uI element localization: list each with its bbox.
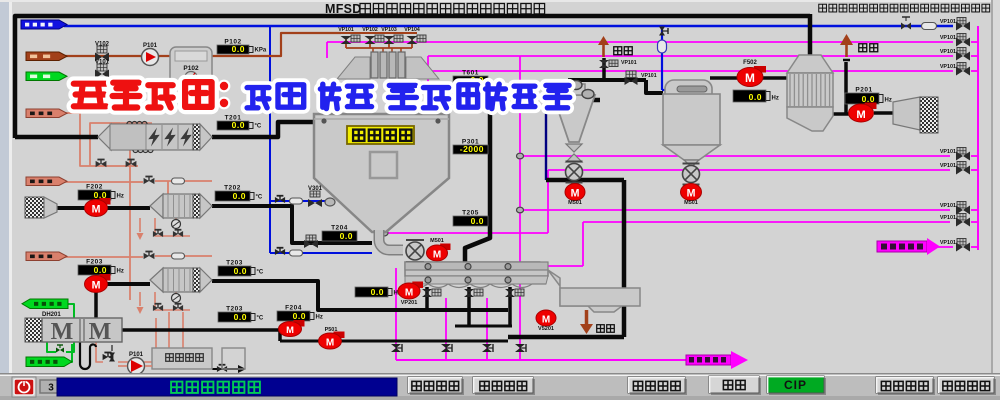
svg-text:M: M — [92, 204, 101, 216]
svg-text:P101: P101 — [143, 43, 158, 49]
svg-text:M501: M501 — [568, 200, 582, 206]
svg-text:F502: F502 — [743, 60, 757, 66]
svg-text:0.0: 0.0 — [471, 216, 484, 226]
svg-text:0.0: 0.0 — [293, 311, 306, 321]
svg-text:T204: T204 — [331, 225, 348, 232]
svg-text:Hz: Hz — [316, 315, 323, 321]
svg-text:VP101: VP101 — [940, 49, 956, 55]
svg-text:0.0: 0.0 — [340, 231, 353, 241]
svg-text:0.0: 0.0 — [749, 92, 762, 102]
svg-text:F202: F202 — [86, 184, 103, 191]
svg-text:T202: T202 — [224, 185, 241, 192]
svg-text:P101: P101 — [129, 352, 144, 358]
svg-text:0.0: 0.0 — [862, 94, 875, 104]
svg-text:P102: P102 — [183, 65, 199, 72]
svg-text:VP201: VP201 — [401, 300, 418, 306]
svg-text:P102: P102 — [224, 39, 241, 46]
svg-text:T203: T203 — [226, 260, 243, 267]
svg-text:M501: M501 — [684, 200, 698, 206]
svg-text:0.0: 0.0 — [233, 191, 246, 201]
svg-text:V5201: V5201 — [538, 326, 554, 332]
svg-text:M: M — [687, 188, 696, 200]
svg-text:P501: P501 — [325, 327, 338, 333]
svg-text:0.0: 0.0 — [94, 265, 107, 275]
svg-text:VP101: VP101 — [940, 203, 956, 209]
svg-text:M: M — [286, 325, 294, 335]
svg-text:VP104: VP104 — [404, 27, 420, 33]
svg-text:M: M — [89, 319, 112, 345]
svg-text:0.0: 0.0 — [234, 266, 247, 276]
svg-text:VP101: VP101 — [641, 73, 657, 79]
svg-text:VP102: VP102 — [362, 27, 378, 33]
svg-text:VP101: VP101 — [940, 215, 956, 221]
svg-text:VP101: VP101 — [338, 27, 354, 33]
svg-text:VP103: VP103 — [381, 27, 397, 33]
svg-text:VP101: VP101 — [940, 240, 956, 246]
svg-text:0.0: 0.0 — [371, 287, 384, 297]
svg-text:KPa: KPa — [255, 48, 267, 54]
svg-text:VP101: VP101 — [940, 19, 956, 25]
svg-text:M501: M501 — [430, 238, 444, 244]
svg-text:M: M — [571, 188, 580, 200]
svg-text:°C: °C — [255, 124, 262, 130]
svg-text:VP101: VP101 — [940, 64, 956, 70]
svg-text:°C: °C — [257, 316, 264, 322]
svg-text:V301: V301 — [308, 186, 323, 192]
svg-text:T601: T601 — [462, 70, 479, 77]
svg-text:0.0: 0.0 — [232, 120, 245, 130]
svg-text:T203: T203 — [226, 306, 243, 313]
svg-text:Hz: Hz — [885, 98, 892, 104]
svg-text:°C: °C — [256, 195, 263, 201]
svg-text:Hz: Hz — [117, 194, 124, 200]
svg-text:MFSD: MFSD — [325, 2, 362, 16]
svg-text:F204: F204 — [285, 305, 302, 312]
svg-text:M: M — [92, 280, 101, 292]
svg-text:F203: F203 — [86, 259, 103, 266]
svg-text:0.0: 0.0 — [94, 190, 107, 200]
svg-text:M: M — [542, 314, 550, 325]
svg-text:P201: P201 — [855, 87, 872, 94]
svg-text:T205: T205 — [462, 210, 479, 217]
svg-text:0.0: 0.0 — [234, 312, 247, 322]
svg-text:M: M — [745, 71, 755, 85]
svg-text:T201: T201 — [225, 115, 242, 122]
svg-text:M: M — [856, 109, 865, 121]
svg-text:M: M — [433, 249, 441, 260]
svg-text:°C: °C — [257, 270, 264, 276]
svg-text:-2000: -2000 — [460, 144, 484, 154]
svg-text:Hz: Hz — [117, 269, 124, 275]
svg-text:VP101: VP101 — [940, 35, 956, 41]
svg-text:CIP: CIP — [784, 378, 807, 392]
svg-text:M: M — [51, 319, 74, 345]
svg-text:VP101: VP101 — [621, 60, 637, 66]
svg-text:VP101: VP101 — [940, 163, 956, 169]
svg-text:Hz: Hz — [394, 291, 401, 297]
svg-text:V102: V102 — [95, 42, 110, 48]
svg-text:M: M — [405, 287, 413, 298]
svg-text:Hz: Hz — [772, 96, 779, 102]
svg-text:M: M — [326, 337, 334, 348]
svg-text:0.0: 0.0 — [232, 44, 245, 54]
svg-text:V101: V101 — [95, 60, 110, 66]
svg-text:3: 3 — [48, 383, 54, 394]
svg-text:DH201: DH201 — [42, 312, 61, 318]
svg-text:P301: P301 — [462, 139, 479, 146]
svg-text:VP101: VP101 — [940, 149, 956, 155]
